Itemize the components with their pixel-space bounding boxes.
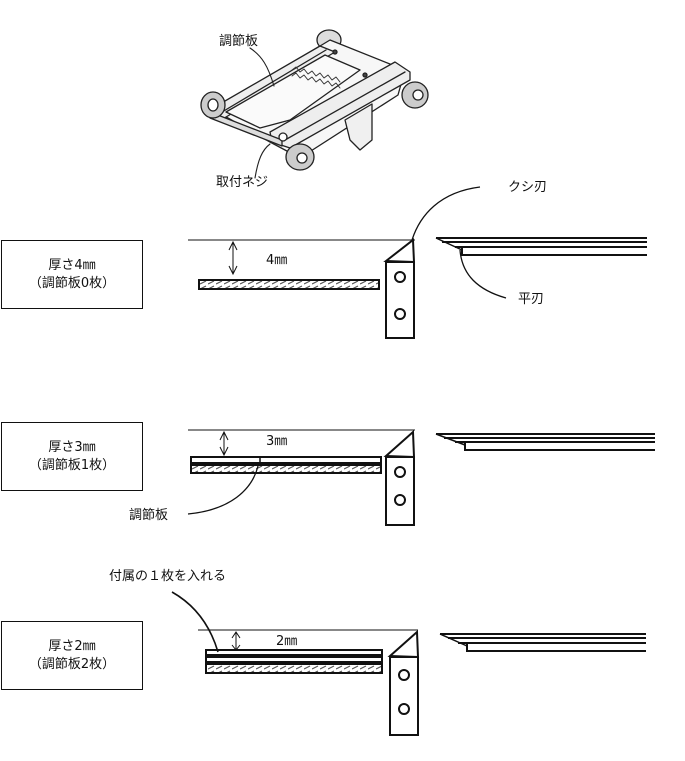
callout-accessory-plate: 付属の１枚を入れる (109, 569, 227, 584)
adjust-plate (190, 456, 382, 464)
mount-screw (278, 132, 288, 142)
adjust-plate (205, 656, 383, 663)
comb-blade-block (387, 629, 420, 736)
gap-label-4mm: 4㎜ (266, 253, 288, 268)
comb-blade-block (383, 429, 416, 526)
plate-count-label: （調節板1枚） (28, 457, 116, 473)
comb-blade-block (383, 238, 416, 339)
label-comb-blade: クシ刃 (508, 180, 548, 195)
leader-mount-screw (254, 143, 271, 179)
gap-arrow (219, 430, 229, 457)
label-flat-blade: 平刃 (518, 292, 545, 307)
leader-adjust-plate (249, 47, 275, 87)
leader-accessory (171, 591, 219, 653)
thickness-box-2mm: 厚さ2㎜ （調節板2枚） (1, 621, 143, 690)
leader-comb-blade (411, 186, 481, 241)
flat-blade (435, 237, 647, 256)
gap-arrow (228, 240, 238, 276)
flat-blade (435, 433, 655, 451)
plate-count-label: （調節板2枚） (28, 656, 116, 672)
gap-label-2mm: 2㎜ (276, 634, 298, 649)
accessory-plate (205, 649, 383, 656)
thickness-label: 厚さ2㎜ (48, 638, 96, 654)
section-3mm (187, 429, 655, 526)
leader-adjust-plate (187, 465, 259, 515)
label-adjust-plate: 調節板 (219, 34, 259, 49)
bracket (344, 103, 373, 151)
base-plate-hatched (198, 279, 380, 290)
thickness-box-3mm: 厚さ3㎜ （調節板1枚） (1, 422, 143, 491)
spring (291, 66, 341, 89)
section-4mm (188, 186, 647, 339)
flat-blade (439, 633, 646, 652)
thickness-label: 厚さ3㎜ (48, 439, 96, 455)
leader-flat-blade (459, 249, 507, 299)
label-mount-screw: 取付ネジ (216, 175, 269, 190)
gap-arrow (231, 631, 241, 651)
thickness-box-4mm: 厚さ4㎜ （調節板0枚） (1, 240, 143, 309)
base-plate-hatched (190, 464, 382, 474)
thickness-label: 厚さ4㎜ (48, 257, 96, 273)
section-2mm (171, 591, 646, 736)
base-plate-hatched (205, 663, 383, 674)
plate-count-label: （調節板0枚） (28, 275, 116, 291)
gap-label-3mm: 3㎜ (266, 434, 288, 449)
callout-adjust-plate: 調節板 (129, 508, 169, 523)
adjust-plate (225, 54, 361, 129)
